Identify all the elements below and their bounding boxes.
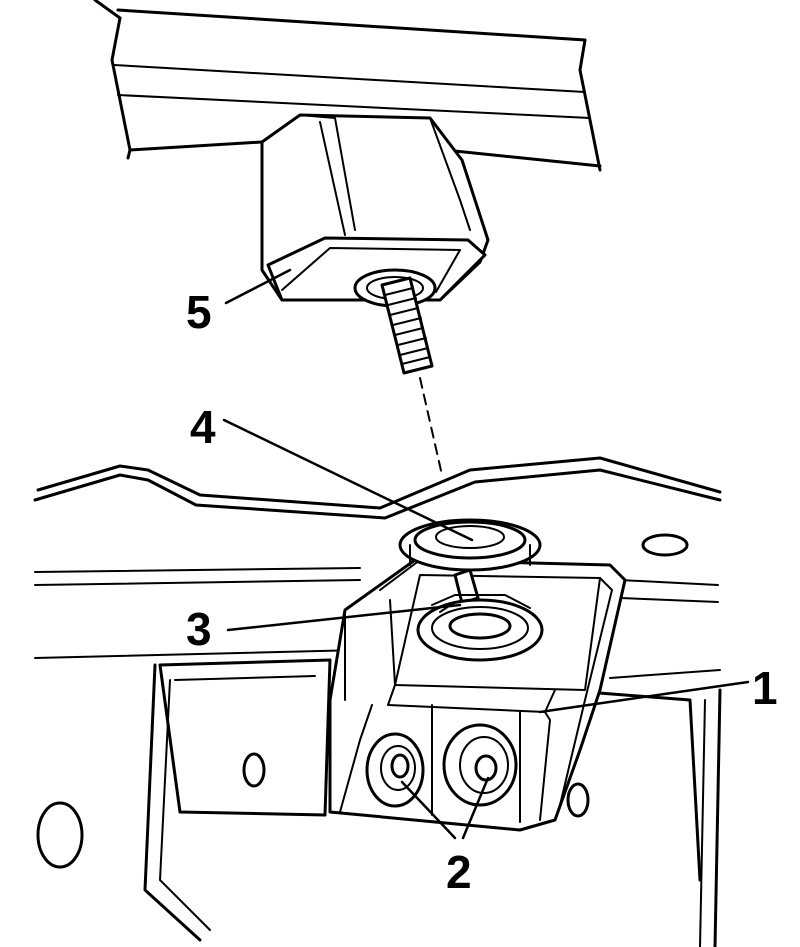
lower-panel	[33, 456, 722, 947]
leader-5	[224, 268, 292, 305]
upper-mount-boss	[398, 518, 542, 572]
callout-1: 1	[752, 662, 778, 714]
leader-2a	[400, 780, 457, 840]
fastening-bolts	[365, 723, 518, 808]
callout-5: 5	[186, 286, 212, 338]
callout-3: 3	[186, 603, 212, 655]
upper-body-rail	[93, 0, 602, 172]
leader-4	[222, 418, 474, 542]
leader-2b	[461, 776, 490, 840]
rubber-buffer	[260, 113, 490, 308]
threaded-stud	[380, 276, 443, 476]
callout-labels: 1 2 3 4 5	[186, 286, 778, 898]
callout-4: 4	[190, 401, 216, 453]
leader-1	[538, 680, 750, 714]
leader-3	[226, 603, 462, 632]
callout-2: 2	[446, 846, 472, 898]
leader-lines	[222, 268, 750, 840]
washer-nut	[416, 568, 544, 662]
